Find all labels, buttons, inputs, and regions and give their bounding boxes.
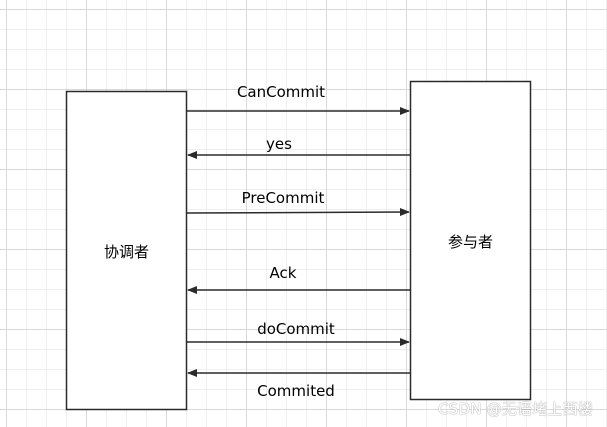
docommit-label: doCommit — [257, 320, 335, 338]
participant-label: 参与者 — [448, 233, 493, 251]
participant-box — [409, 80, 532, 401]
precommit-label: PreCommit — [242, 189, 325, 207]
commited-label: Commited — [257, 382, 335, 400]
coordinator-box — [65, 90, 188, 411]
ack-label: Ack — [270, 264, 297, 282]
cancommit-label: CanCommit — [237, 83, 325, 101]
coordinator-label: 协调者 — [104, 243, 149, 261]
precommit-arrow — [186, 208, 410, 217]
watermark-text: CSDN @无语堵上西楼 — [438, 400, 593, 418]
yes-label: yes — [266, 135, 292, 153]
